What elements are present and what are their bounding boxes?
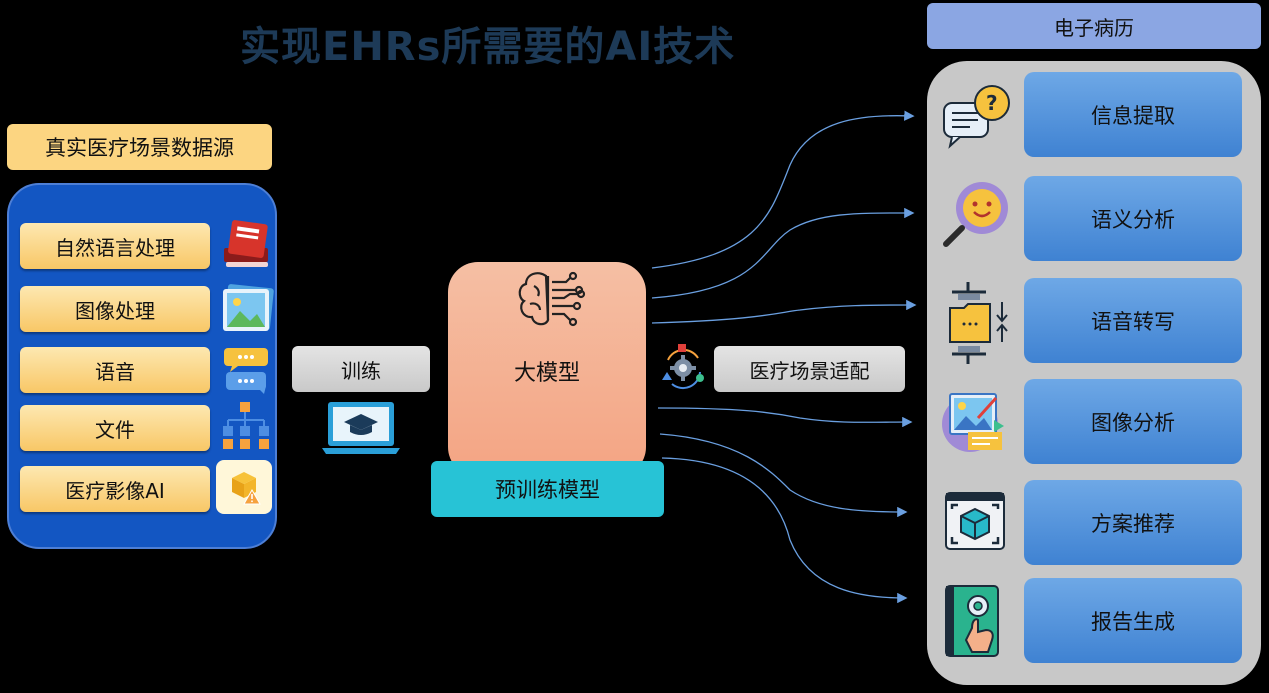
arrow-to-info-extraction	[651, 110, 915, 269]
report-gear-icon	[942, 584, 1004, 662]
task-plan-recommendation: 方案推荐	[1024, 480, 1242, 565]
folder-transfer-icon	[946, 280, 1012, 366]
page-title: 实现EHRs所需要的AI技术	[240, 24, 736, 70]
file-tree-icon	[220, 400, 272, 452]
task-info-extraction: 信息提取	[1024, 72, 1242, 157]
task-report-generation: 报告生成	[1024, 578, 1242, 663]
chat-bubbles-icon	[222, 346, 272, 394]
brain-circuit-icon	[516, 268, 592, 330]
source-item-nlp: 自然语言处理	[20, 223, 210, 269]
graduation-laptop-icon	[320, 400, 402, 458]
arrow-to-semantic-analysis	[651, 207, 915, 299]
task-image-analysis: 图像分析	[1024, 379, 1242, 464]
cube-scan-icon	[944, 491, 1006, 551]
image-icon	[220, 283, 276, 335]
book-icon	[220, 218, 276, 270]
source-item-speech: 语音	[20, 347, 210, 393]
svg-text:?: ?	[986, 91, 998, 115]
scenario-adaptation-label: 医疗场景适配	[714, 346, 905, 392]
task-semantic-analysis: 语义分析	[1024, 176, 1242, 261]
task-speech-transcription: 语音转写	[1024, 278, 1242, 363]
image-analysis-icon	[940, 388, 1010, 458]
arrow-to-speech-transcription	[651, 299, 917, 324]
arrow-to-image-analysis	[657, 407, 913, 428]
gear-cycle-icon	[658, 344, 708, 392]
source-item-medical-imaging-ai: 医疗影像AI	[20, 466, 210, 512]
emr-label: 电子病历	[927, 3, 1261, 49]
pretrained-model-label: 预训练模型	[431, 461, 664, 517]
arrow-to-report-generation	[661, 457, 908, 604]
arrow-to-plan-recommendation	[659, 433, 908, 518]
source-item-file: 文件	[20, 405, 210, 451]
large-model-label: 大模型	[513, 361, 580, 386]
source-item-image-processing: 图像处理	[20, 286, 210, 332]
smiley-magnifier-icon	[940, 180, 1012, 250]
train-label: 训练	[292, 346, 430, 392]
question-chat-icon: ?	[942, 83, 1012, 149]
data-source-label: 真实医疗场景数据源	[7, 124, 272, 170]
box-warning-icon	[216, 460, 272, 514]
